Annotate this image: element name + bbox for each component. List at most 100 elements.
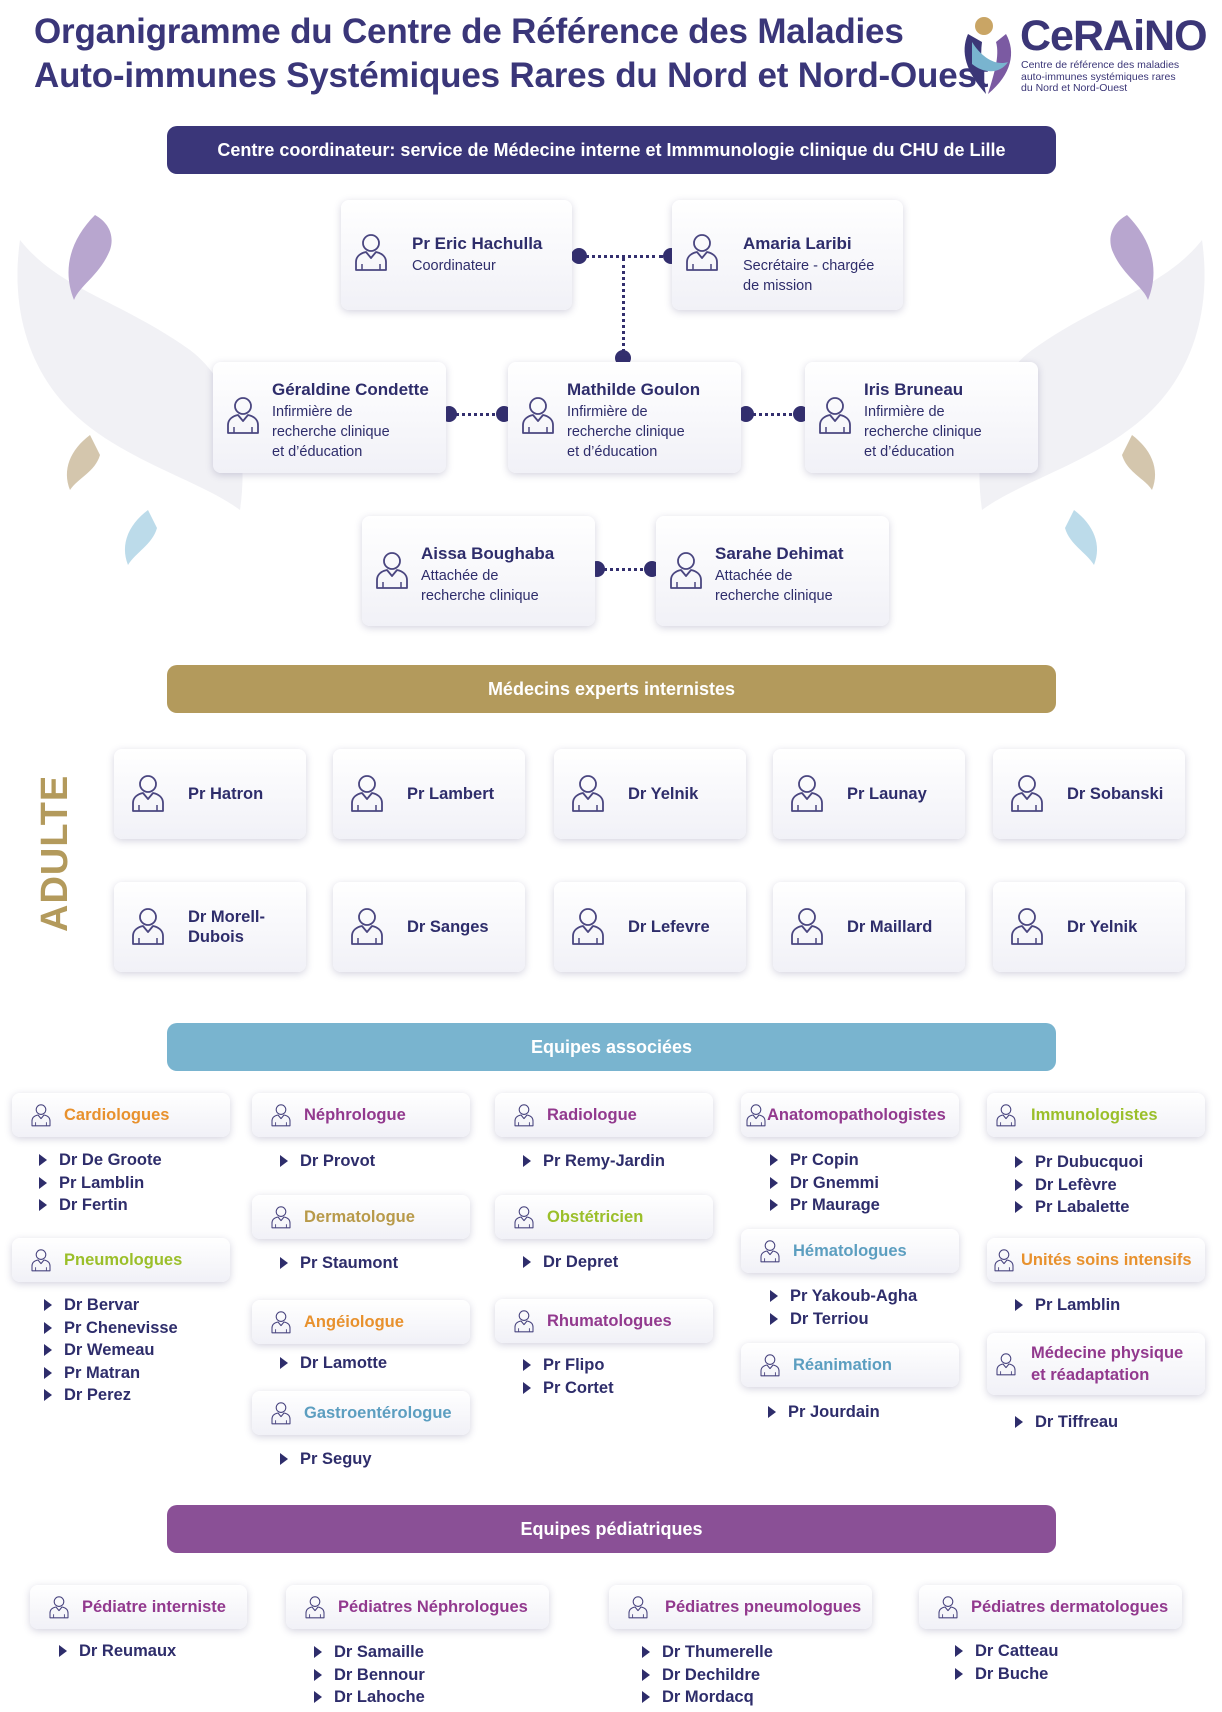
expert-card: Dr Morell-Dubois <box>114 882 306 972</box>
pediatric-banner: Equipes pédiatriques <box>167 1505 1056 1553</box>
doctor-name: Dr Lamotte <box>300 1354 388 1372</box>
expert-name: Dr Morell-Dubois <box>188 908 266 946</box>
specialty-label: Anatomopathologistes <box>767 1106 946 1124</box>
doctor-item: Dr Tiffreau <box>1013 1411 1118 1434</box>
title-line-1: Organigramme du Centre de Référence des … <box>34 12 904 51</box>
person-icon <box>30 1103 52 1127</box>
specialty-cardiology: Cardiologues <box>12 1093 230 1137</box>
pediatric-internist: Pédiatre interniste <box>30 1585 247 1629</box>
radiology-doctors: Pr Remy-Jardin <box>521 1150 665 1173</box>
specialty-label-line: et réadaptation <box>1031 1366 1150 1384</box>
doctor-name: Dr Wemeau <box>64 1341 155 1359</box>
doctor-name: Pr Lamblin <box>59 1173 145 1192</box>
specialty-label: Pédiatres Néphrologues <box>338 1598 528 1616</box>
doctor-item: Dr Fertin <box>37 1194 162 1217</box>
person-icon <box>225 395 261 435</box>
expert-card: Pr Hatron <box>114 749 306 839</box>
person-icon <box>270 1310 292 1334</box>
specialty-label: Médecine physique et réadaptation <box>1031 1333 1183 1395</box>
nephrology-doctors: Dr Provot <box>278 1150 375 1173</box>
specialty-label: Radiologue <box>547 1106 637 1124</box>
intensive-care-doctors: Pr Lamblin <box>1013 1294 1120 1317</box>
staff-role-line: Infirmière de <box>864 404 945 420</box>
doctor-name: Pr Jourdain <box>788 1403 880 1421</box>
person-icon <box>1009 773 1045 813</box>
doctor-name: Pr Labalette <box>1035 1198 1130 1216</box>
doctor-item: Pr Jourdain <box>766 1401 880 1424</box>
specialty-reanimation: Réanimation <box>741 1343 959 1387</box>
person-icon <box>513 1103 535 1127</box>
specialty-label: Hématologues <box>793 1242 907 1260</box>
staff-role: Infirmière de recherche clinique et d’éd… <box>864 402 982 462</box>
doctor-item: Pr Chenevisse <box>42 1317 178 1340</box>
doctor-name: Dr Catteau <box>975 1642 1059 1660</box>
doctor-name: Dr Samaille <box>334 1643 424 1661</box>
angeiology-doctors: Dr Lamotte <box>278 1352 387 1375</box>
staff-role: Infirmière de recherche clinique et d’éd… <box>272 402 390 462</box>
staff-role-line: et d’éducation <box>272 444 363 460</box>
logo-subtitle-line: auto-immunes systémiques rares <box>1021 70 1176 83</box>
staff-card-boughaba: Aissa Boughaba Attachée de recherche cli… <box>362 516 595 626</box>
doctor-item: Dr Terriou <box>768 1308 917 1331</box>
pediatric-internist-doctors: Dr Reumaux <box>57 1640 176 1663</box>
staff-role: Coordinateur <box>412 258 496 274</box>
specialty-label: Néphrologue <box>304 1106 406 1124</box>
doctor-name: Pr Staumont <box>300 1254 399 1272</box>
doctor-item: Dr Lahoche <box>312 1686 425 1709</box>
doctor-name: Dr De Groote <box>59 1151 162 1169</box>
specialty-label: Pédiatres pneumologues <box>665 1598 862 1616</box>
doctor-name: Pr Seguy <box>300 1450 372 1468</box>
doctor-item: Pr Maurage <box>768 1194 880 1217</box>
connector <box>449 413 509 416</box>
specialty-anatomopathology: Anatomopathologistes <box>741 1093 959 1137</box>
doctor-name: Dr Reumaux <box>79 1642 177 1660</box>
person-icon <box>270 1103 292 1127</box>
doctor-name: Pr Matran <box>64 1363 141 1382</box>
specialty-label: Pédiatres dermatologues <box>971 1598 1169 1616</box>
person-icon <box>759 1353 781 1377</box>
doctor-name: Dr Depret <box>543 1253 619 1271</box>
physical-medicine-doctors: Dr Tiffreau <box>1013 1411 1118 1434</box>
person-icon <box>353 232 389 272</box>
doctor-item: Dr Lefèvre <box>1013 1174 1143 1197</box>
obstetrics-doctors: Dr Depret <box>521 1251 618 1274</box>
pediatric-banner-label: Equipes pédiatriques <box>520 1518 703 1539</box>
doctor-item: Dr Buche <box>953 1663 1058 1686</box>
hematology-doctors: Pr Yakoub-Agha Dr Terriou <box>768 1285 917 1330</box>
person-icon <box>789 773 825 813</box>
person-icon <box>270 1205 292 1229</box>
gastroenterology-doctors: Pr Seguy <box>278 1448 372 1471</box>
expert-name: Pr Lambert <box>407 785 495 803</box>
staff-card-condette: Géraldine Condette Infirmière de recherc… <box>213 362 446 473</box>
person-icon <box>789 906 825 946</box>
person-icon <box>570 773 606 813</box>
specialty-intensive-care: Unités soins intensifs <box>987 1238 1205 1282</box>
coordinator-banner: Centre coordinateur: service de Médecine… <box>167 126 1056 174</box>
staff-role: Infirmière de recherche clinique et d’éd… <box>567 402 685 462</box>
connector <box>622 258 625 358</box>
staff-role-line: recherche clinique <box>864 424 982 440</box>
staff-role-line: recherche clinique <box>567 424 685 440</box>
staff-card-laribi: Amaria Laribi Secrétaire - chargée de mi… <box>672 200 903 310</box>
doctor-item: Dr Dechildre <box>640 1664 773 1687</box>
doctor-name: Dr Perez <box>64 1386 131 1404</box>
staff-name: Géraldine Condette <box>272 380 429 399</box>
doctor-name: Dr Lefèvre <box>1035 1175 1117 1194</box>
staff-role-line: Infirmière de <box>567 404 648 420</box>
staff-role-line: recherche clinique <box>272 424 390 440</box>
doctor-item: Pr Cortet <box>521 1377 614 1400</box>
doctor-item: Pr Yakoub-Agha <box>768 1285 917 1308</box>
staff-card-hachulla: Pr Eric Hachulla Coordinateur <box>341 200 572 310</box>
specialty-label: Immunologistes <box>1031 1106 1158 1124</box>
person-icon <box>1009 906 1045 946</box>
specialty-label: Obstétricien <box>547 1208 644 1226</box>
staff-role-line: Attachée de <box>421 568 499 584</box>
staff-role: Attachée de recherche clinique <box>715 566 833 606</box>
pediatric-pneumologists: Pédiatres pneumologues <box>609 1585 872 1629</box>
doctor-name: Pr Lamblin <box>1035 1296 1121 1314</box>
doctor-item: Dr Samaille <box>312 1641 425 1664</box>
expert-card: Dr Lefevre <box>554 882 746 972</box>
doctor-item: Dr Gnemmi <box>768 1172 880 1195</box>
doctor-name: Pr Copin <box>790 1151 859 1169</box>
immunology-doctors: Pr Dubucquoi Dr Lefèvre Pr Labalette <box>1013 1151 1143 1219</box>
